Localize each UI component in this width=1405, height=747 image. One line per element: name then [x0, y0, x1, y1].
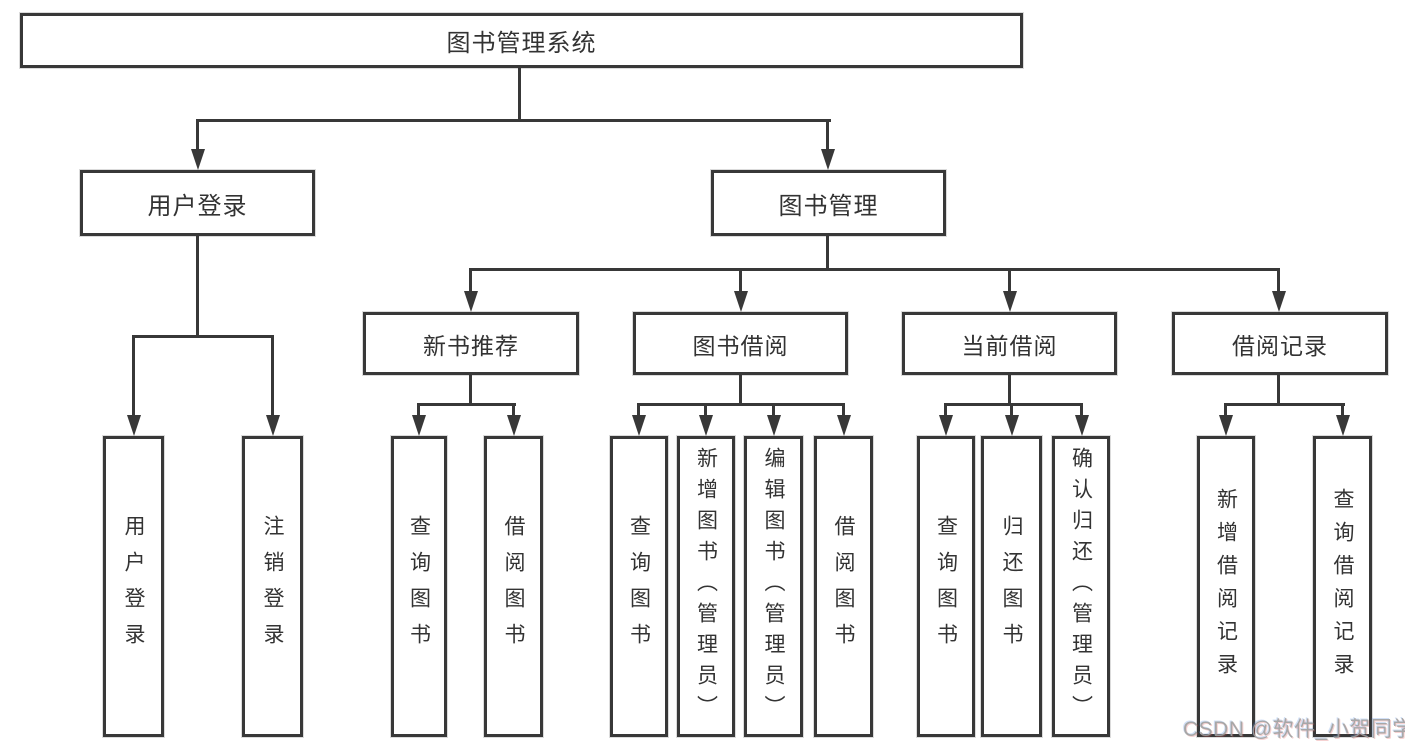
arrow-down-icon	[734, 291, 748, 312]
node-root: 图书管理系统	[20, 13, 1023, 68]
connector-line	[944, 403, 947, 417]
leaf-borrowing-query-book-label: 查询图书	[627, 514, 651, 659]
arrow-down-icon	[507, 415, 521, 436]
arrow-down-icon	[1336, 415, 1350, 436]
node-book-borrowing: 图书借阅	[633, 312, 848, 375]
connector-line	[826, 119, 829, 151]
leaf-current-return-book-label: 归还图书	[1000, 514, 1023, 659]
leaf-logout-label: 注销登录	[261, 514, 284, 659]
arrow-down-icon	[1272, 291, 1286, 312]
connector-line	[772, 403, 775, 417]
arrow-down-icon	[464, 291, 478, 312]
connector-line	[132, 335, 274, 338]
arrow-down-icon	[939, 415, 953, 436]
connector-line	[944, 403, 1083, 406]
leaf-user-login-label: 用户登录	[122, 514, 145, 659]
connector-line	[826, 236, 829, 271]
arrow-down-icon	[412, 415, 426, 436]
node-current-borrowing-label: 当前借阅	[961, 332, 1058, 359]
leaf-borrowing-query-book: 查询图书	[610, 436, 668, 737]
leaf-records-add-record-label: 新增借阅记录	[1214, 487, 1238, 686]
connector-line	[469, 268, 1280, 271]
node-borrowing-records-label: 借阅记录	[1232, 332, 1328, 359]
node-current-borrowing: 当前借阅	[902, 312, 1117, 375]
arrow-down-icon	[837, 415, 851, 436]
node-user-login-label: 用户登录	[147, 192, 248, 220]
connector-line	[1080, 403, 1083, 417]
leaf-recommend-borrow-book: 借阅图书	[484, 436, 543, 737]
leaf-borrowing-edit-book-label: 编辑图书（管理员）	[762, 447, 785, 726]
csdn-watermark: CSDN @软件_小贺同学	[1183, 718, 1405, 741]
leaf-borrowing-edit-book: 编辑图书（管理员）	[744, 436, 803, 737]
leaf-current-return-book: 归还图书	[981, 436, 1042, 737]
connector-line	[1277, 268, 1280, 294]
node-user-login: 用户登录	[80, 170, 315, 236]
arrow-down-icon	[127, 415, 141, 436]
connector-line	[469, 375, 472, 406]
node-root-label: 图书管理系统	[446, 30, 597, 57]
connector-line	[417, 403, 420, 417]
connector-line	[196, 236, 199, 337]
leaf-records-query-record: 查询借阅记录	[1313, 436, 1372, 737]
leaf-current-query-book: 查询图书	[917, 436, 975, 737]
connector-line	[1010, 403, 1013, 417]
leaf-borrowing-borrow-book-label: 借阅图书	[832, 514, 855, 659]
connector-line	[637, 403, 845, 406]
leaf-user-login: 用户登录	[103, 436, 164, 737]
connector-line	[196, 119, 831, 122]
leaf-recommend-query-book: 查询图书	[391, 436, 447, 737]
leaf-logout: 注销登录	[242, 436, 303, 737]
connector-line	[1008, 375, 1011, 406]
connector-line	[1341, 403, 1344, 417]
connector-line	[1224, 403, 1345, 406]
arrow-down-icon	[1219, 415, 1233, 436]
node-book-borrowing-label: 图书借阅	[692, 332, 789, 359]
leaf-records-query-record-label: 查询借阅记录	[1331, 487, 1354, 686]
leaf-current-query-book-label: 查询图书	[934, 514, 958, 659]
leaf-recommend-query-book-label: 查询图书	[407, 514, 431, 659]
connector-line	[132, 335, 135, 417]
node-book-management-label: 图书管理	[778, 192, 879, 220]
arrow-down-icon	[1005, 415, 1019, 436]
arrow-down-icon	[632, 415, 646, 436]
node-new-book-recommend-label: 新书推荐	[423, 332, 519, 359]
arrow-down-icon	[191, 149, 205, 170]
arrow-down-icon	[699, 415, 713, 436]
node-book-management: 图书管理	[711, 170, 946, 236]
arrow-down-icon	[767, 415, 781, 436]
connector-line	[417, 403, 516, 406]
leaf-borrowing-borrow-book: 借阅图书	[814, 436, 873, 737]
connector-line	[637, 403, 640, 417]
arrow-down-icon	[1003, 291, 1017, 312]
connector-line	[1224, 403, 1227, 417]
arrow-down-icon	[821, 149, 835, 170]
connector-line	[271, 335, 274, 417]
connector-line	[704, 403, 707, 417]
connector-line	[518, 68, 521, 121]
leaf-records-add-record: 新增借阅记录	[1197, 436, 1255, 737]
leaf-recommend-borrow-book-label: 借阅图书	[502, 514, 525, 659]
connector-line	[512, 403, 515, 417]
arrow-down-icon	[1075, 415, 1089, 436]
connector-line	[1008, 268, 1011, 294]
leaf-borrowing-add-book: 新增图书（管理员）	[677, 436, 735, 737]
connector-line	[842, 403, 845, 417]
leaf-current-confirm-return: 确认归还（管理员）	[1052, 436, 1110, 737]
arrow-down-icon	[266, 415, 280, 436]
leaf-current-confirm-return-label: 确认归还（管理员）	[1069, 447, 1093, 726]
connector-line	[196, 119, 199, 151]
connector-line	[739, 268, 742, 294]
connector-line	[739, 375, 742, 406]
connector-line	[1277, 375, 1280, 406]
connector-line	[469, 268, 472, 294]
node-borrowing-records: 借阅记录	[1172, 312, 1388, 375]
leaf-borrowing-add-book-label: 新增图书（管理员）	[694, 447, 718, 726]
node-new-book-recommend: 新书推荐	[363, 312, 579, 375]
